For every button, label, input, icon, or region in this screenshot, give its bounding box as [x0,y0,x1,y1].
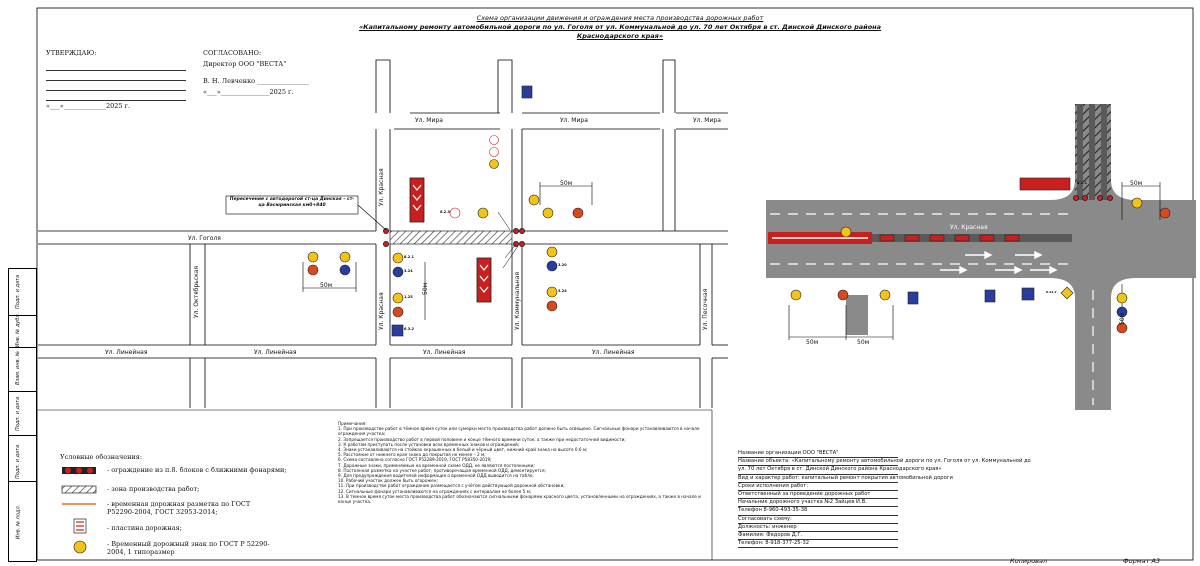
legend-item-3: - временная дорожная разметка по ГОСТ Р5… [107,500,251,516]
note-9: 9. Для предупреждения водителей информац… [338,473,534,479]
approval-right-date: «___»_______________2025 г. [203,88,294,96]
note-11: 11. При производстве работ ограждение ра… [338,483,565,489]
street-lineynaya-1: Ул. Линейная [105,349,148,356]
stamp-label-5: Подп. и дата [15,444,22,480]
sign-code-4: 6.3.2 [404,327,414,331]
dim-50-right-vert: 50м [1119,312,1126,325]
notes-block: Примечания: 1. При производстве работ в … [338,421,708,504]
info-line-7: Начальник дорожного участка №2 Зайцев И.… [738,499,898,508]
temp-signs-left [307,85,584,337]
road-plate-icon [73,518,87,534]
legend-heading: Условные обозначения: [60,453,143,461]
work-zone [389,230,513,245]
legend-symbols [61,467,97,554]
street-lineynaya-4: Ул. Линейная [592,349,635,356]
sign-code-right-1: 8.1.1 [1077,181,1087,185]
note-7: 7. Дорожные знаки, применяемые на времен… [338,462,535,468]
legend-item-4: - пластина дорожная; [107,524,182,532]
title-line2: «Капитальному ремонту автомобильной доро… [358,23,882,40]
note-3: 3. К работам приступать после установки … [338,441,520,447]
info-line-8: Телефон 8-960-493-35-38 [738,507,898,516]
info-line-5: Сроки исполнения работ: [738,483,898,492]
sign-code-5: 3.20 [558,263,567,267]
approval-right-role: Директор ООО "ВЕСТА" [203,60,287,68]
info-line-6: Ответственный за проведение дорожных раб… [738,491,898,500]
sign-code-2: 3.24 [404,269,413,273]
approval-left-head: УТВЕРЖДАЮ: [46,49,97,57]
footer-format: Формат А3 [1123,557,1161,565]
sign-code-right-2: 8.22.2 [1046,290,1057,294]
street-mira-1: Ул. Мира [415,117,443,124]
sign-code-3: 1.25 [404,295,413,299]
dim-50-top: 50м [560,180,573,187]
info-line-11: Фамилия: Федоров Д.Г. [738,532,898,541]
info-line-9: Согласовать схему: [738,516,898,524]
approval-right-head: СОГЛАСОВАНО: [203,49,262,57]
stamp-label-4: Подп. и дата [15,396,22,432]
street-krasnaya-right: Ул. Красная [950,224,988,231]
stamp-label-1: Подп. и дата [15,274,22,310]
approval-right: СОГЛАСОВАНО: Директор ООО "ВЕСТА" В. Н. … [203,48,353,98]
dim-50-left: 50м [320,282,333,289]
sign-code-6: 3.24 [558,289,567,293]
legend-item-5: - Временный дорожный знак по ГОСТ Р 5229… [107,540,270,556]
street-lineynaya-3: Ул. Линейная [423,349,466,356]
dim-50-right-bottom-1: 50м [806,339,819,346]
note-5: 5. Расстояние от нижнего края знака до п… [338,452,486,458]
info-line-4: Вид и характер работ: капитальный ремонт… [738,475,953,483]
stamp-label-2: Инв. № дубл. [15,312,22,348]
notes-heading: Примечания: [338,421,367,426]
stamp-column: Подп. и дата Инв. № дубл. Взам. инв. № П… [8,268,37,562]
note-8: 8. Постоянная разметка на участке работ,… [338,467,546,473]
project-info-block: Название организации ООО "ВЕСТА" Названи… [738,450,1031,549]
street-plan-left [38,59,728,408]
info-line-3: ул. 70 лет Октября в ст. Динской Динског… [738,466,942,475]
note-10: 10. Рабочий участок должен быть огорожен… [338,478,438,484]
info-line-12: Телефон: 8-918-377-25-32 [738,540,898,549]
street-mira-3: Ул. Мира [693,117,721,124]
chevron-board-right [476,257,492,303]
approval-left-date: «___»_____________2025 г. [46,102,131,110]
legend-item-2: - зона производства работ; [107,485,200,493]
legend-item-1: - ограждение из п.8. блоков с ближними ф… [107,466,287,474]
dim-50-right-top: 50м [1130,180,1143,187]
drawing-title: Схема организации движения и ограждения … [340,14,900,41]
dim-50-right-bottom-2: 50м [857,339,870,346]
street-lineynaya-2: Ул. Линейная [254,349,297,356]
street-mira-2: Ул. Мира [560,117,588,124]
info-line-1: Название организации ООО "ВЕСТА" [738,450,898,459]
crossing-note: Пересечение с автодорогой ст-ца Динская … [229,197,355,208]
approval-left: УТВЕРЖДАЮ: «___»_____________2025 г. [46,48,186,112]
title-line1: Схема организации движения и ограждения … [476,14,764,22]
info-line-10: Должность: инженер [738,524,898,533]
footer-copied: Копировал [1010,557,1048,565]
approval-right-name: В. Н. Левченко ________________ [203,77,310,85]
stamp-label-6: Инв. № подл. [15,504,22,540]
sign-code-1: 8.2.1 [404,255,414,259]
info-line-2: Название объекта: «Капитальному ремонту … [738,458,1031,467]
note-12: 12. Сигнальные фонари устанавливаются на… [338,488,532,494]
stamp-label-3: Взам. инв. № [14,351,21,385]
note-4: 4. Знаки устанавливаются на стойках окра… [338,447,588,453]
sign-code-7: 8.2.3 [440,210,450,214]
note-6: 6. Схема составлена согласно ГОСТ Р52289… [338,457,492,463]
note-1: 1. При производстве работ в тёмное время… [338,426,700,437]
note-13: 13. В темное время суток места производс… [338,493,701,505]
note-2: 2. Запрещается производство работ в перв… [338,436,626,442]
street-gogolya: Ул. Гоголя [188,235,221,242]
